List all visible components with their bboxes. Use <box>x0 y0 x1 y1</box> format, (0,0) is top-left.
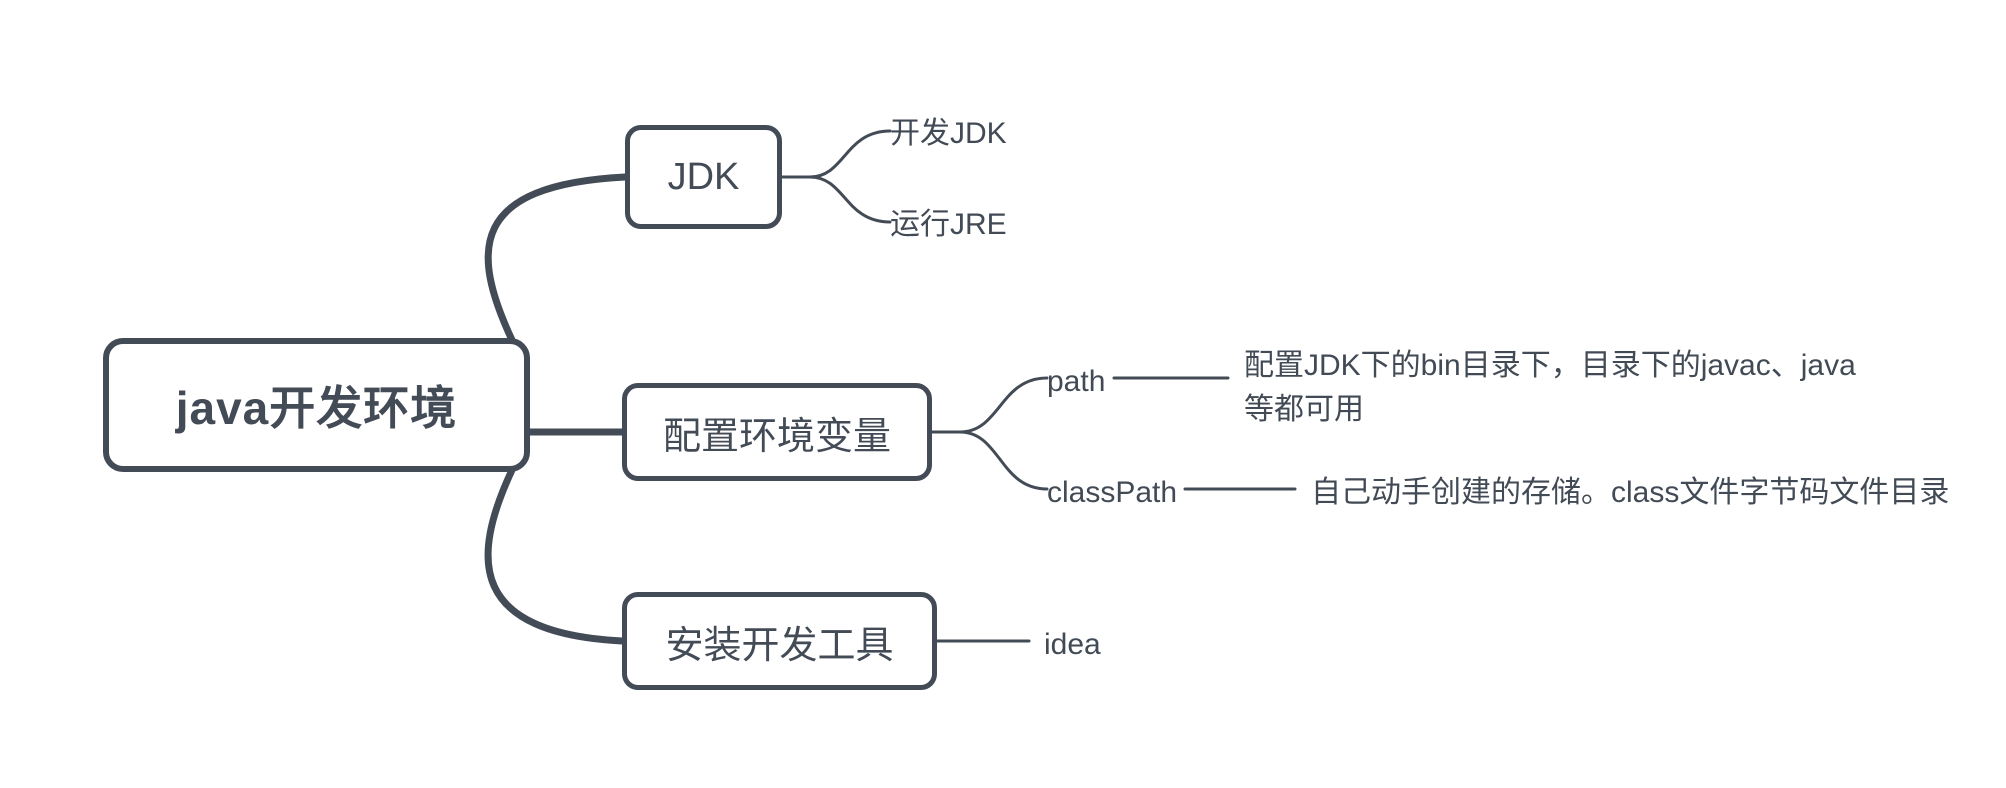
leaf-env-path-detail-text: 配置JDK下的bin目录下，目录下的javac、java等都可用 <box>1244 349 1856 426</box>
leaf-env-classpath[interactable]: classPath <box>1047 471 1177 515</box>
node-tools-label: 安装开发工具 <box>665 624 894 667</box>
leaf-env-path-label: path <box>1047 365 1106 398</box>
leaf-env-classpath-detail[interactable]: 自己动手创建的存储。class文件字节码文件目录 <box>1311 471 1949 515</box>
edge-jdk-to-jre <box>808 175 892 224</box>
leaf-jdk-dev-label: 开发JDK <box>890 117 1007 150</box>
leaf-jdk-jre[interactable]: 运行JRE <box>890 203 1007 247</box>
node-jdk-label: JDK <box>667 155 740 198</box>
edge-root-to-jdk <box>484 173 629 344</box>
leaf-jdk-jre-label: 运行JRE <box>890 208 1007 241</box>
node-jdk[interactable]: JDK <box>625 125 782 229</box>
edge-env-to-path <box>958 376 1049 434</box>
leaf-env-classpath-detail-text: 自己动手创建的存储。class文件字节码文件目录 <box>1311 476 1950 509</box>
node-root[interactable]: java开发环境 <box>103 338 530 472</box>
leaf-env-path-detail[interactable]: 配置JDK下的bin目录下，目录下的javac、java等都可用 <box>1244 344 1884 431</box>
leaf-tools-idea-label: idea <box>1044 628 1101 661</box>
node-root-label: java开发环境 <box>175 382 458 434</box>
leaf-jdk-dev[interactable]: 开发JDK <box>890 112 1007 156</box>
leaf-env-path[interactable]: path <box>1047 360 1105 404</box>
node-env-label: 配置环境变量 <box>662 415 891 458</box>
edge-jdk-to-dev <box>808 129 892 179</box>
leaf-env-classpath-label: classPath <box>1047 476 1178 509</box>
node-env[interactable]: 配置环境变量 <box>622 383 932 481</box>
node-tools[interactable]: 安装开发工具 <box>622 592 937 690</box>
edge-root-to-tools <box>484 466 626 645</box>
leaf-tools-idea[interactable]: idea <box>1044 623 1101 667</box>
edge-env-to-classpath <box>958 430 1049 491</box>
